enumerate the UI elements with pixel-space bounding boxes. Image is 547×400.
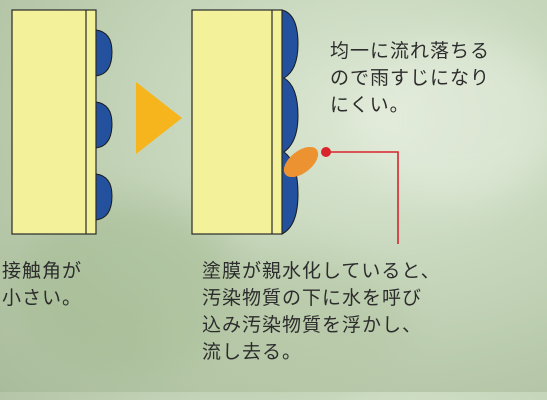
- caption-line: 接触角が: [2, 260, 83, 282]
- transition-arrow: [136, 82, 182, 154]
- caption-contact-angle: 接触角が 小さい。: [2, 258, 82, 312]
- water-film: [281, 9, 299, 235]
- caption-hydrophilic-explanation: 塗膜が親水化していると、 汚染物質の下に水を呼び 込み汚染物質を浮かし、 流し去…: [202, 258, 441, 366]
- caption-line: 流し去る。: [202, 341, 303, 363]
- water-drop: [95, 173, 113, 221]
- background-foliage: [360, 40, 547, 200]
- right-wall-diagram: [191, 9, 319, 235]
- left-wall-diagram: [11, 9, 113, 235]
- callout-line: [326, 151, 399, 244]
- caption-line: ので雨すじになり: [330, 67, 491, 89]
- caption-line: 汚染物質の下に水を呼び: [202, 287, 423, 309]
- caption-line: にくい。: [330, 94, 410, 116]
- callout-dot: [321, 147, 331, 157]
- caption-line: 塗膜が親水化していると、: [202, 260, 441, 282]
- caption-uniform-flow: 均一に流れ落ちる ので雨すじになり にくい。: [330, 38, 490, 119]
- caption-line: 込み汚染物質を浮かし、: [202, 314, 423, 336]
- caption-line: 均一に流れ落ちる: [330, 40, 491, 62]
- wall-panel: [11, 9, 97, 235]
- caption-line: 小さい。: [2, 287, 83, 309]
- dirt-particle: [283, 146, 319, 178]
- wall-panel: [191, 9, 283, 235]
- water-drop: [95, 29, 113, 77]
- background-foliage: [150, 250, 410, 400]
- water-drop: [95, 101, 113, 149]
